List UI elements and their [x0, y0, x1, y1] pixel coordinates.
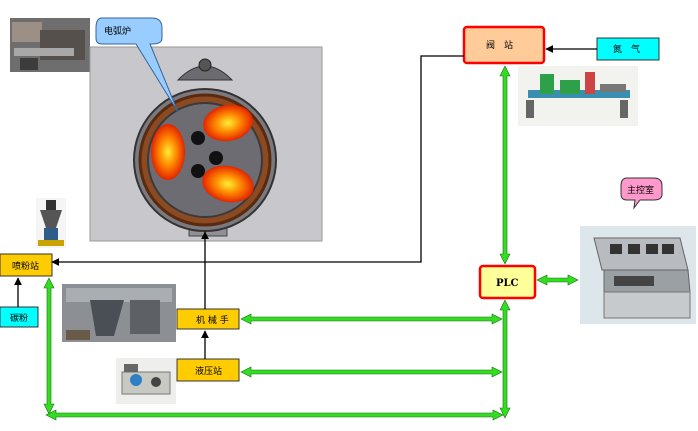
- bottom-bus-arrow: [45, 409, 504, 421]
- plc-console-arrow: [536, 274, 579, 286]
- control-room-label: 主控室: [627, 184, 654, 196]
- valve-equipment-photo: [518, 66, 638, 126]
- plc-bottom-arrow: [499, 299, 511, 419]
- black-connectors: [14, 45, 597, 359]
- nitrogen-label: 氮 气: [613, 43, 640, 55]
- manipulator-photo: [62, 284, 176, 342]
- plc-label: PLC: [496, 278, 519, 289]
- control-console-photo: [580, 226, 696, 324]
- plc-box[interactable]: PLC: [478, 264, 537, 300]
- green-arrows: [43, 65, 579, 421]
- furnace-callout: 电弧炉: [95, 17, 179, 113]
- powder-station-box[interactable]: 喷粉站: [0, 253, 53, 277]
- furnace-callout-label: 电弧炉: [104, 25, 131, 37]
- hydraulic-station-label: 液压站: [195, 365, 222, 377]
- plant-photo-top-left: [10, 18, 90, 72]
- powder-bottom-arrow: [43, 277, 55, 415]
- valve-to-furnace-line: [51, 55, 464, 266]
- valve-plc-arrow: [499, 65, 511, 265]
- manipulator-box[interactable]: 机 械 手: [176, 308, 240, 330]
- carbon-powder-label: 碳粉: [10, 312, 28, 324]
- manipulator-plc-arrow: [240, 313, 503, 325]
- valve-station-box[interactable]: 阀 站: [462, 25, 546, 65]
- powder-feeder-photo: [36, 198, 66, 248]
- furnace-panel: [89, 46, 323, 242]
- hydraulic-plc-arrow: [240, 366, 503, 378]
- valve-station-label: 阀 站: [486, 39, 513, 51]
- control-room-callout: 主控室: [620, 177, 663, 210]
- powder-station-label: 喷粉站: [12, 260, 39, 272]
- hydraulic-photo: [116, 358, 176, 404]
- hydraulic-station-box[interactable]: 液压站: [176, 358, 240, 382]
- nitrogen-box[interactable]: 氮 气: [596, 37, 660, 61]
- manipulator-label: 机 械 手: [196, 314, 229, 326]
- carbon-powder-box[interactable]: 碳粉: [0, 306, 39, 328]
